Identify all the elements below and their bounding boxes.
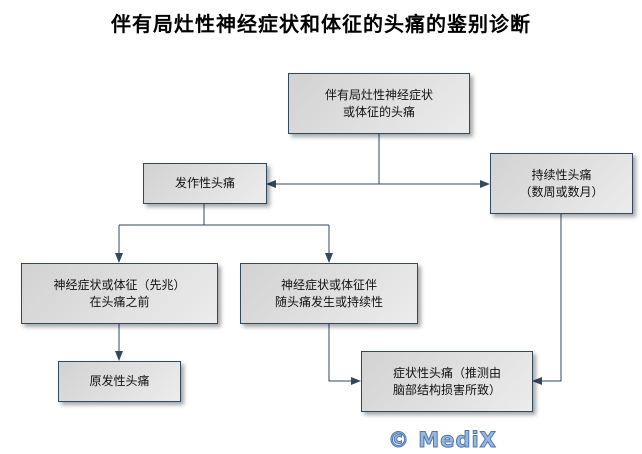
node-concomitant-line1: 神经症状或体征伴 — [280, 277, 377, 292]
node-persistent-line2: （数周或数月） — [519, 184, 604, 199]
node-primary-label: 原发性头痛 — [89, 374, 150, 388]
node-root-line1: 伴有局灶性神经症状 — [324, 87, 433, 102]
node-symptomatic: 症状性头痛（推测由 脑部结构损害所致） — [361, 351, 533, 412]
node-primary: 原发性头痛 — [58, 361, 181, 402]
node-symptomatic-line2: 脑部结构损害所致） — [392, 382, 501, 397]
node-concomitant: 神经症状或体征伴 随头痛发生或持续性 — [240, 263, 418, 324]
node-root: 伴有局灶性神经症状 或体征的头痛 — [288, 73, 470, 134]
node-concomitant-line2: 随头痛发生或持续性 — [274, 294, 383, 309]
node-preceding: 神经症状或体征（先兆） 在头痛之前 — [21, 263, 218, 324]
arrow-concomitant-to-symptomatic — [328, 323, 361, 385]
diagram-title: 伴有局灶性神经症状和体征的头痛的鉴别诊断 — [111, 12, 531, 36]
watermark-logo: © MediX — [388, 428, 497, 453]
node-episodic: 发作性头痛 — [143, 163, 267, 204]
arrow-persistent-to-symptomatic — [532, 213, 562, 385]
node-root-line2: 或体征的头痛 — [342, 104, 415, 119]
node-preceding-line1: 神经症状或体征（先兆） — [53, 277, 186, 292]
node-persistent-line1: 持续性头痛 — [531, 167, 592, 182]
node-symptomatic-line1: 症状性头痛（推测由 — [392, 365, 501, 380]
connector-episodic-split — [119, 203, 329, 226]
node-episodic-label: 发作性头痛 — [174, 176, 235, 190]
node-persistent: 持续性头痛 （数周或数月） — [490, 153, 633, 214]
node-preceding-line2: 在头痛之前 — [89, 294, 150, 309]
